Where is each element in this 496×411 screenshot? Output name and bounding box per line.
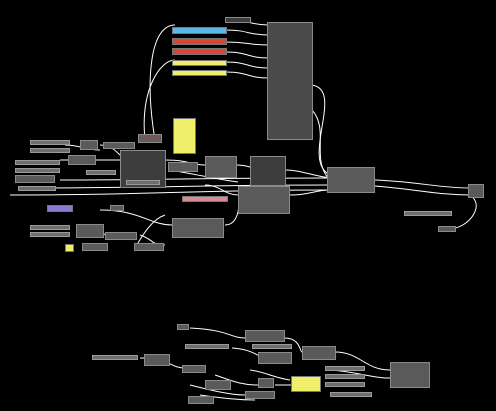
- component-node[interactable]: [105, 232, 137, 240]
- component-node[interactable]: [390, 362, 430, 388]
- number-slider[interactable]: [404, 211, 452, 216]
- number-slider[interactable]: [325, 374, 365, 379]
- number-slider[interactable]: [325, 382, 365, 387]
- wire: [374, 185, 471, 196]
- wire: [99, 209, 173, 226]
- wire: [249, 369, 291, 381]
- wire: [374, 179, 471, 189]
- component-node[interactable]: [103, 142, 135, 149]
- pink-panel[interactable]: [182, 196, 228, 202]
- red-panel[interactable]: [172, 38, 227, 45]
- wire: [225, 71, 269, 79]
- component-node[interactable]: [188, 396, 214, 404]
- number-slider[interactable]: [92, 355, 138, 360]
- component-node[interactable]: [182, 365, 206, 373]
- wire: [59, 177, 331, 181]
- yellow-panel[interactable]: [65, 244, 74, 252]
- component-node[interactable]: [258, 352, 292, 364]
- wire: [204, 184, 239, 196]
- component-node[interactable]: [134, 243, 164, 251]
- purple-panel[interactable]: [47, 205, 73, 212]
- number-slider[interactable]: [86, 170, 116, 175]
- component-node[interactable]: [250, 156, 286, 186]
- wire: [334, 351, 391, 371]
- component-node[interactable]: [238, 186, 290, 214]
- component-node[interactable]: [302, 346, 336, 360]
- number-slider[interactable]: [325, 366, 365, 371]
- component-node[interactable]: [245, 330, 285, 342]
- wire: [189, 327, 246, 339]
- component-node[interactable]: [438, 226, 456, 232]
- component-node[interactable]: [172, 218, 224, 238]
- component-node[interactable]: [205, 380, 231, 390]
- number-slider[interactable]: [18, 186, 56, 191]
- merge-node[interactable]: [327, 167, 375, 193]
- wire: [199, 394, 256, 401]
- component-node[interactable]: [76, 224, 104, 238]
- number-slider[interactable]: [30, 225, 70, 230]
- component-node[interactable]: [258, 378, 274, 388]
- number-slider[interactable]: [252, 344, 292, 349]
- wire: [311, 109, 331, 181]
- wire: [284, 169, 331, 179]
- param-node[interactable]: [225, 17, 251, 23]
- component-node[interactable]: [144, 354, 170, 366]
- red-panel[interactable]: [172, 48, 227, 55]
- wire: [224, 199, 240, 226]
- component-node[interactable]: [68, 155, 96, 165]
- number-slider[interactable]: [30, 140, 70, 145]
- number-slider[interactable]: [30, 148, 70, 153]
- wire: [454, 194, 477, 229]
- blue-panel[interactable]: [172, 27, 227, 34]
- yellow-panel[interactable]: [172, 60, 227, 66]
- tall-component-node[interactable]: [267, 22, 313, 140]
- component-node[interactable]: [80, 140, 98, 150]
- wire: [189, 384, 246, 396]
- wire: [225, 51, 269, 59]
- component-node[interactable]: [205, 156, 237, 178]
- component-node[interactable]: [138, 134, 162, 143]
- component-node[interactable]: [110, 205, 124, 211]
- component-node[interactable]: [82, 243, 108, 251]
- number-slider[interactable]: [330, 392, 372, 397]
- yellow-panel[interactable]: [291, 376, 321, 392]
- wire: [225, 61, 269, 69]
- number-slider[interactable]: [30, 232, 70, 237]
- component-node[interactable]: [15, 175, 55, 183]
- output-node[interactable]: [468, 184, 484, 198]
- wire: [225, 29, 269, 36]
- wire: [284, 337, 303, 353]
- number-slider[interactable]: [126, 180, 160, 185]
- number-slider[interactable]: [185, 344, 229, 349]
- wire: [225, 41, 269, 46]
- wire: [214, 374, 259, 386]
- wire: [143, 59, 176, 141]
- number-slider[interactable]: [15, 160, 60, 165]
- yellow-note-panel[interactable]: [173, 118, 196, 154]
- wire: [149, 24, 176, 141]
- yellow-panel[interactable]: [172, 70, 227, 76]
- component-node[interactable]: [168, 162, 198, 172]
- component-node[interactable]: [177, 324, 189, 330]
- wire: [289, 189, 331, 196]
- component-node[interactable]: [245, 391, 275, 399]
- number-slider[interactable]: [15, 168, 60, 173]
